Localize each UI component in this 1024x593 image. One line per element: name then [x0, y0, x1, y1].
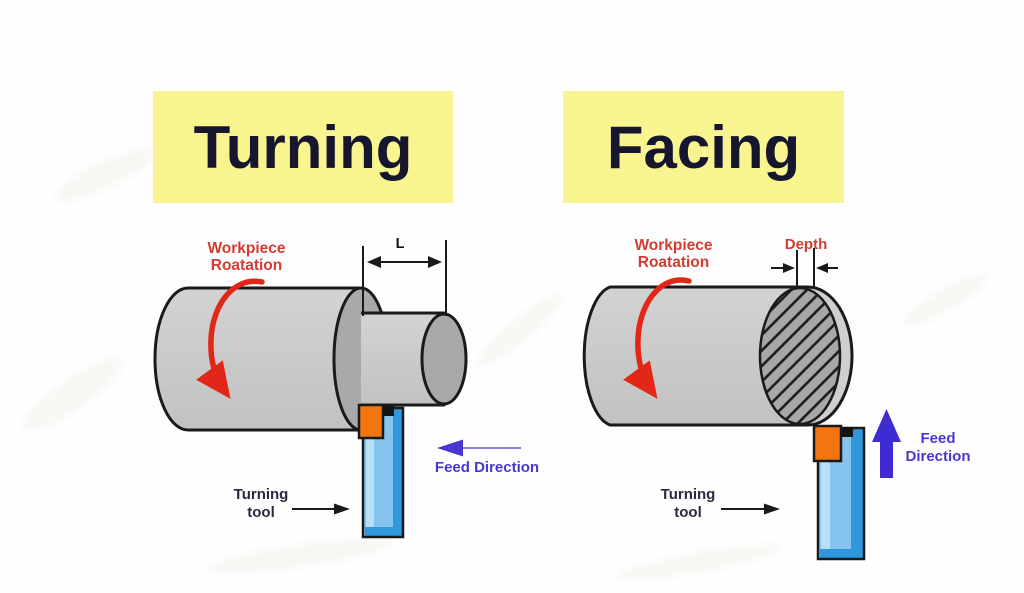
- turning-tool-label-right: Turning tool: [660, 486, 716, 521]
- depth-dim-arrowhead-right: [816, 263, 828, 273]
- facing-title-text: Facing: [606, 113, 801, 181]
- background-smudges: [22, 148, 987, 580]
- turned-section-end-face: [420, 312, 468, 406]
- depth-dimension-label: Depth: [784, 236, 828, 253]
- machined-face-hatched: [758, 286, 842, 426]
- tool-label-arrow: [292, 503, 350, 515]
- facing-diagram: [582, 248, 901, 561]
- rotation-arrow: [196, 278, 265, 399]
- depth-dim-arrowhead-left: [783, 263, 795, 273]
- feed-direction-arrow: [872, 409, 901, 478]
- feed-direction-arrow: [437, 439, 521, 457]
- feed-direction-label-left: Feed Direction: [434, 459, 540, 476]
- turning-title: Turning: [153, 91, 453, 203]
- cutting-insert: [812, 424, 843, 463]
- turning-tool: [357, 403, 405, 539]
- turning-title-text: Turning: [193, 113, 413, 181]
- facing-title: Facing: [563, 91, 844, 203]
- tool-holder-notch: [839, 427, 853, 437]
- length-dim-arrowhead-right: [428, 256, 442, 268]
- workpiece-rotation-label-right: Workpiece Roatation: [634, 237, 713, 271]
- feed-direction-label-right: Feed Direction: [905, 430, 971, 465]
- tool-holder-notch: [382, 406, 394, 416]
- length-dimension: [362, 240, 447, 316]
- turning-tool: [812, 424, 866, 561]
- turning-tool-label-left: Turning tool: [233, 486, 289, 521]
- length-dim-arrowhead-left: [367, 256, 381, 268]
- tool-label-arrow: [721, 503, 780, 515]
- turning-diagram: [153, 240, 521, 539]
- workpiece-cylinder: [153, 286, 361, 432]
- rotation-arrow: [623, 277, 692, 399]
- workpiece-rotation-label-left: Workpiece Roatation: [207, 240, 286, 274]
- cutting-insert: [357, 403, 385, 440]
- length-dimension-label: L: [395, 236, 405, 252]
